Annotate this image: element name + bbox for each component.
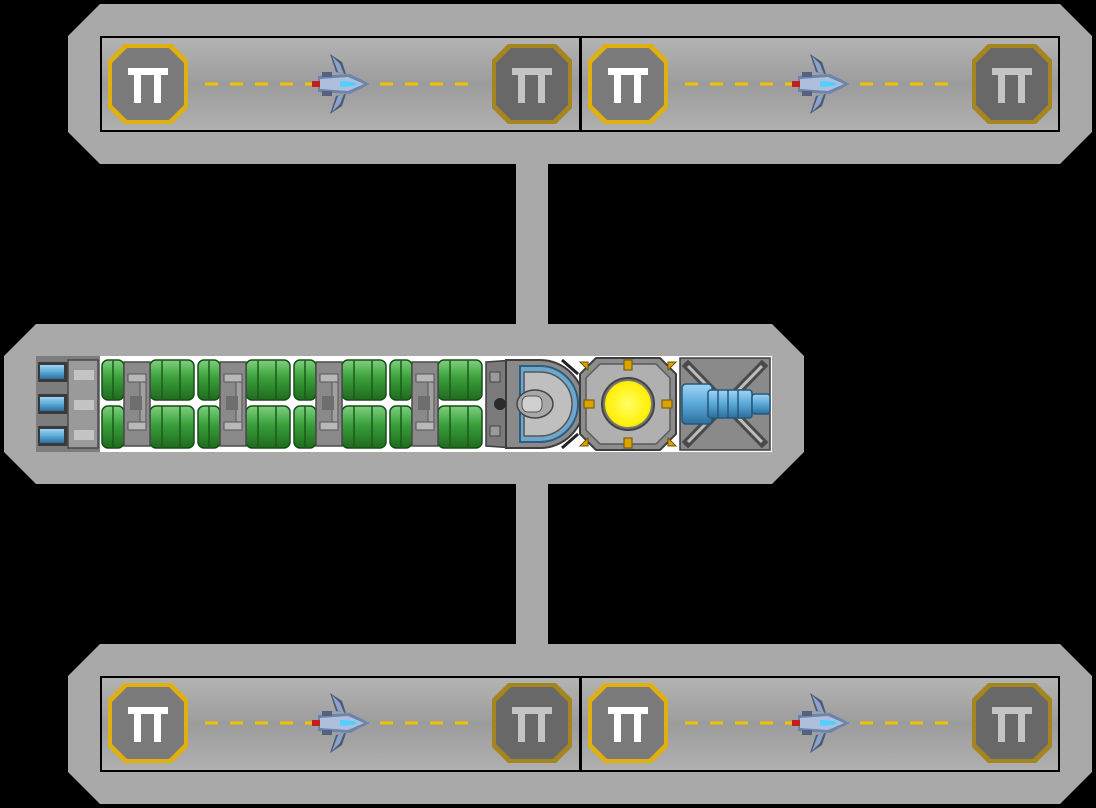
landing-pad-pi-icon bbox=[492, 683, 572, 763]
hangar-row-top bbox=[68, 4, 1092, 164]
launch-pad-pi-icon bbox=[108, 683, 188, 763]
cockpit-icon bbox=[485, 358, 585, 450]
hangar-bay-top-left[interactable] bbox=[102, 38, 579, 130]
thruster-block[interactable] bbox=[36, 356, 100, 452]
reactor[interactable] bbox=[578, 357, 678, 451]
landing-pad-pi-icon bbox=[492, 44, 572, 124]
hangar-row-bottom bbox=[68, 644, 1092, 804]
connector-strut-bottom bbox=[516, 484, 548, 648]
launch-pad-pi-icon bbox=[588, 44, 668, 124]
cannon-turret[interactable] bbox=[679, 357, 771, 451]
hangar-bay-bottom-left[interactable] bbox=[102, 678, 579, 770]
core-module bbox=[4, 324, 804, 484]
thruster-icon bbox=[38, 362, 68, 446]
launch-pad-pi-icon bbox=[588, 683, 668, 763]
cannon-icon bbox=[679, 357, 771, 451]
connector-strut-top bbox=[516, 164, 548, 328]
reactor-icon bbox=[578, 357, 678, 451]
landing-pad-pi-icon bbox=[972, 44, 1052, 124]
landing-pad-pi-icon bbox=[972, 683, 1052, 763]
launch-pad-pi-icon bbox=[108, 44, 188, 124]
hangar-bay-bottom-right[interactable] bbox=[582, 678, 1058, 770]
cockpit[interactable] bbox=[485, 358, 585, 450]
hangar-bay-top-right[interactable] bbox=[582, 38, 1058, 130]
